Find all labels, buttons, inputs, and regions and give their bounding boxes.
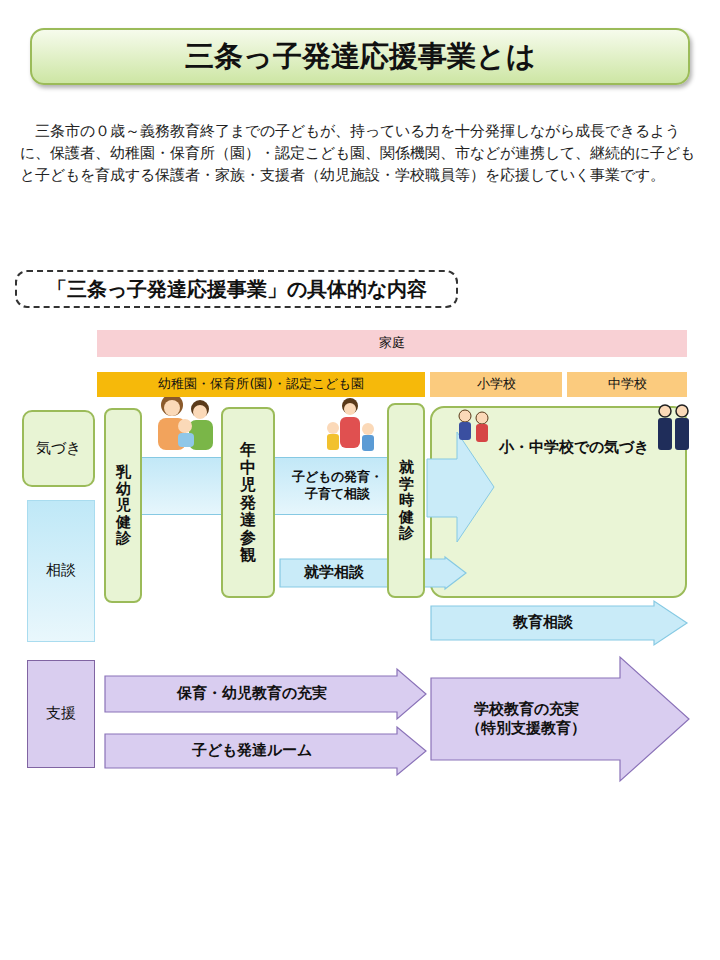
consult-arrow: 就学相談 xyxy=(279,556,467,590)
checkup-box: 就学時健診 xyxy=(387,403,425,598)
node-label: 教育相談 xyxy=(513,613,573,633)
teacher-children-figure xyxy=(327,398,374,451)
text-area: 「三条っ子発達応援事業」の具体的な内容 xyxy=(17,272,456,306)
node-label: 「三条っ子発達応援事業」の具体的な内容 xyxy=(47,276,427,302)
vertical-label: 乳幼児健診 xyxy=(116,464,131,547)
intro-paragraph: 三条市の０歳～義務教育終了までの子どもが、持っている力を十分発揮しながら成長でき… xyxy=(20,120,704,186)
arrow-outline xyxy=(280,557,466,589)
node-label: 相談 xyxy=(46,561,76,581)
text-area: 教育相談 xyxy=(430,600,688,646)
elementary-band: 小学校 xyxy=(430,372,562,397)
text-area: 保育・幼児教育の充実 xyxy=(104,668,427,720)
checkup-box: 年中児発達参観 xyxy=(221,407,275,598)
student-body xyxy=(658,418,672,450)
node-label: 子ども発達ルーム xyxy=(192,741,312,761)
support-arrow: 保育・幼児教育の充実 xyxy=(104,668,427,720)
arrow-outline xyxy=(105,727,426,775)
arrow-outline xyxy=(105,669,426,719)
figure-shape xyxy=(161,394,183,416)
arrow-outline xyxy=(431,657,689,781)
figure-shape xyxy=(178,419,192,433)
text-area: 小・中学校での気づき xyxy=(432,408,685,596)
row-label: 相談 xyxy=(27,500,95,642)
child-body xyxy=(459,422,471,440)
node-label: 気づき xyxy=(36,439,81,459)
node-label: 就学相談 xyxy=(304,563,364,583)
text-area: 支援 xyxy=(28,661,94,767)
child-head xyxy=(476,412,488,424)
node-label: 小・中学校での気づき xyxy=(499,438,649,458)
child-body xyxy=(476,424,488,442)
node-label: 子どもの発育・子育て相談 xyxy=(292,469,383,503)
node-label: 中学校 xyxy=(608,376,647,393)
text-area: 相談 xyxy=(28,501,94,641)
text-area: 就学相談 xyxy=(279,556,467,590)
text-area: 学校教育の充実 （特別支援教育） xyxy=(430,656,690,782)
student-head xyxy=(676,405,688,417)
preschool-band: 幼稚園・保育所(園)・認定こども園 xyxy=(97,372,425,397)
title-box: 三条っ子発達応援事業とは xyxy=(30,28,690,85)
figure-shape xyxy=(342,398,358,414)
figure-shape xyxy=(362,435,374,451)
node-label: 保育・幼児教育の充実 xyxy=(177,684,327,704)
row-label: 支援 xyxy=(27,660,95,768)
school-region: 小・中学校での気づき xyxy=(430,406,687,598)
figure-shape xyxy=(327,434,339,450)
checkup-box: 乳幼児健診 xyxy=(104,408,142,603)
text-area: 乳幼児健診 xyxy=(106,410,140,601)
figure-shape xyxy=(191,400,209,418)
figure-shape xyxy=(193,405,207,419)
student-body xyxy=(675,418,689,450)
figure-shape xyxy=(327,422,339,434)
text-area: 就学時健診 xyxy=(389,405,423,596)
node-label: 支援 xyxy=(46,704,76,724)
support-arrow: 子ども発達ルーム xyxy=(104,726,427,776)
node-label: 小学校 xyxy=(477,376,516,393)
node-label: 家庭 xyxy=(379,335,405,352)
figure-shape xyxy=(164,400,180,416)
continue-arrow xyxy=(427,432,494,542)
student-head xyxy=(659,405,671,417)
text-area: 年中児発達参観 xyxy=(223,409,273,596)
text-area: 気づき xyxy=(24,412,93,485)
child-head xyxy=(459,410,471,422)
vertical-label: 年中児発達参観 xyxy=(240,441,256,564)
title-text: 三条っ子発達応援事業とは xyxy=(185,37,536,77)
figure-shape xyxy=(344,403,356,415)
node-label: 学校教育の充実 （特別支援教育） xyxy=(464,700,588,739)
family-figure xyxy=(158,394,213,450)
section-heading: 「三条っ子発達応援事業」の具体的な内容 xyxy=(15,270,458,308)
text-area: 幼稚園・保育所(園)・認定こども園 xyxy=(97,372,425,397)
text-area: 小学校 xyxy=(430,372,562,397)
junior-high-band: 中学校 xyxy=(567,372,687,397)
home-band: 家庭 xyxy=(97,330,687,357)
figure-shape xyxy=(340,417,360,448)
figure-shape xyxy=(178,433,194,447)
node-label: 幼稚園・保育所(園)・認定こども園 xyxy=(158,376,363,393)
consult-arrow: 教育相談 xyxy=(430,600,688,646)
text-area: 子ども発達ルーム xyxy=(104,726,427,776)
vertical-label: 就学時健診 xyxy=(399,459,414,542)
row-label: 気づき xyxy=(22,410,95,487)
text-area: 中学校 xyxy=(567,372,687,397)
text-area: 家庭 xyxy=(97,330,687,357)
arrow-outline xyxy=(431,601,687,645)
school-illustration xyxy=(432,408,689,600)
support-arrow: 学校教育の充実 （特別支援教育） xyxy=(430,656,690,782)
figure-shape xyxy=(362,423,374,435)
